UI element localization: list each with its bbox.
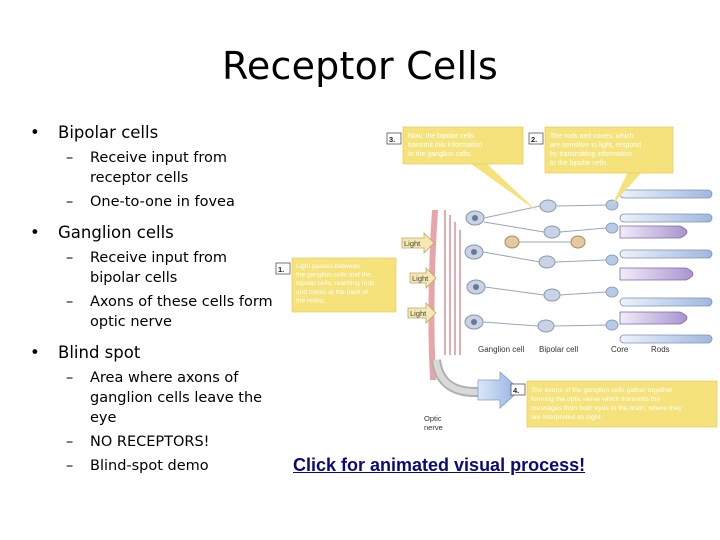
sub-bullet: –One-to-one in fovea	[30, 192, 280, 212]
callout-2: 2. The rods and cones, which are sensiti…	[528, 126, 674, 205]
sub-bullet-text: One-to-one in fovea	[90, 194, 235, 210]
bullet-blind-spot: • Blind spot	[30, 342, 280, 364]
callout-4-text: The axons of the ganglion cells gather t…	[531, 387, 684, 421]
light-arrow-2: Light	[409, 267, 437, 289]
optic-nerve	[431, 359, 480, 397]
callout-3: 3. Now, the bipolar cells transmit this …	[386, 126, 538, 212]
dash: –	[66, 294, 74, 310]
callout-2-text: The rods and cones, which are sensitive …	[550, 133, 643, 167]
light-label: Light	[404, 239, 421, 248]
bullet-text: Ganglion cells	[58, 223, 174, 242]
rods-label: Rods	[651, 345, 670, 354]
bullet-text: Blind spot	[58, 343, 141, 362]
callout-line: the ganglion cells and the	[296, 272, 371, 279]
axon-lines	[444, 210, 461, 355]
sub-bullet: –Receive input from receptor cells	[30, 148, 280, 188]
slide-title: Receptor Cells	[222, 44, 498, 88]
photoreceptor-bodies	[605, 199, 619, 331]
callout-line: are sensitive to light, respond	[550, 142, 641, 149]
callout-line: the retina.	[296, 297, 325, 304]
callout-line: forming the optic nerve which transmits …	[531, 396, 660, 403]
sub-bullet: –Area where axons of ganglion cells leav…	[30, 368, 280, 428]
light-label: Light	[410, 309, 427, 318]
bipolar-cell-label: Bipolar cell	[539, 345, 578, 354]
rods	[619, 189, 713, 344]
dendrites	[482, 204, 609, 327]
callout-number: 4.	[513, 386, 519, 395]
light-label: Light	[412, 274, 429, 283]
sub-bullet-text: Axons of these cells form optic nerve	[90, 294, 273, 330]
sub-bullet: –Receive input from bipolar cells	[30, 248, 280, 288]
dash: –	[66, 194, 74, 210]
callout-line: by transmitting information	[550, 151, 632, 158]
light-arrow-3: Light	[407, 302, 437, 324]
dash: –	[66, 150, 74, 166]
bullet-dot: •	[30, 343, 40, 362]
bullet-dot: •	[30, 223, 40, 242]
sub-bullet-text: Area where axons of ganglion cells leave…	[90, 370, 263, 426]
callout-line: messages from both eyes to the brain, wh…	[531, 405, 682, 412]
bullet-list: •Bipolar cells –Receive input from recep…	[30, 118, 280, 476]
sub-bullet: –Axons of these cells form optic nerve	[30, 292, 280, 332]
callout-number: 2.	[531, 135, 537, 144]
callout-line: to the bipolar cells.	[550, 160, 608, 167]
callout-line: The rods and cones, which	[550, 133, 634, 140]
callout-line: The axons of the ganglion cells gather t…	[531, 387, 673, 394]
retina-wall	[428, 210, 438, 380]
sub-bullet-text: Receive input from receptor cells	[90, 150, 228, 186]
core-label: Core	[611, 345, 629, 354]
callout-1: 1. Light passes between the ganglion cel…	[275, 257, 397, 313]
dash: –	[66, 250, 74, 266]
sub-bullet-text: NO RECEPTORS!	[90, 434, 210, 450]
light-arrow-1: Light	[401, 232, 435, 254]
sub-bullet: –NO RECEPTORS!	[30, 432, 280, 452]
sub-bullet-text: Blind-spot demo	[90, 458, 209, 474]
callout-4: 4. The axons of the ganglion cells gathe…	[510, 380, 718, 428]
optic-nerve-line: Optic	[424, 414, 442, 423]
callout-line: are interpreted as sight.	[531, 414, 603, 421]
optic-nerve-label: Optic nerve	[424, 414, 444, 432]
callout-1-text: Light passes between the ganglion cells …	[296, 263, 376, 304]
bullet-text: Bipolar cells	[58, 123, 159, 142]
animated-process-link[interactable]: Click for animated visual process!	[293, 455, 586, 475]
callout-line: bipolar cells, reaching rods	[296, 280, 375, 287]
sub-bullet-text: Receive input from bipolar cells	[90, 250, 228, 286]
bullet-bipolar: • Bipolar cells	[30, 122, 280, 144]
callout-line: Light passes between	[296, 263, 360, 270]
callout-number: 1.	[278, 265, 284, 274]
bullet-dot: •	[30, 123, 40, 142]
callout-line: transmit this information	[408, 142, 482, 149]
bullet-ganglion: • Ganglion cells	[30, 222, 280, 244]
sub-bullet: –Blind-spot demo	[30, 456, 280, 476]
callout-line: and cones at the back of	[296, 289, 368, 296]
callout-number: 3.	[389, 135, 395, 144]
callout-3-text: Now, the bipolar cells transmit this inf…	[408, 133, 484, 158]
dash: –	[66, 458, 74, 474]
optic-nerve-line: nerve	[424, 423, 443, 432]
cones	[619, 225, 694, 325]
ganglion-cells	[464, 210, 486, 330]
callout-line: to the ganglion cells.	[408, 151, 472, 158]
dash: –	[66, 370, 74, 386]
dash: –	[66, 434, 74, 450]
ganglion-cell-label: Ganglion cell	[478, 345, 524, 354]
callout-line: Now, the bipolar cells	[408, 133, 475, 140]
ganglion-nuclei	[471, 215, 479, 325]
bipolar-cells	[537, 199, 561, 333]
optic-arrow	[477, 371, 521, 409]
